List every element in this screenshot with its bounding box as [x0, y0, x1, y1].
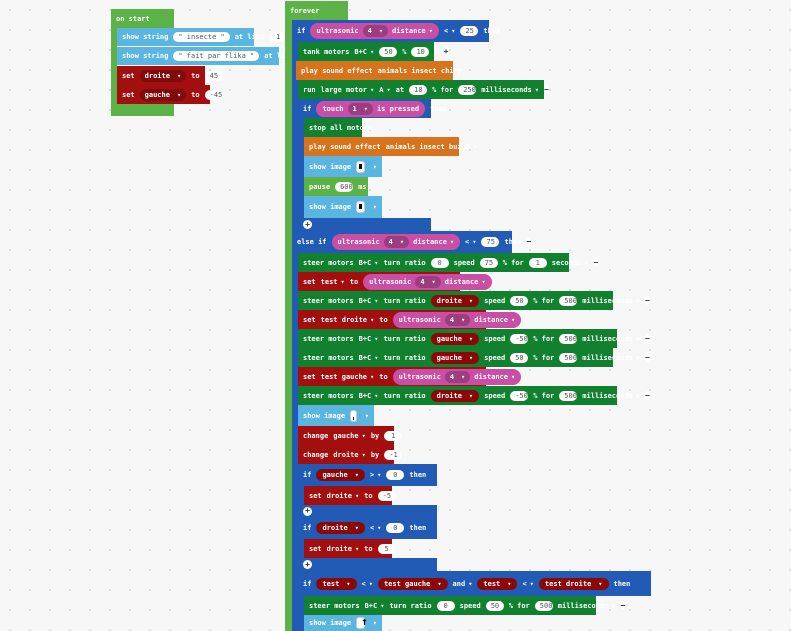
if-rail-gauche	[298, 484, 304, 506]
on-start-footer	[111, 104, 174, 116]
remove-icon[interactable]: −	[620, 600, 626, 610]
if-compare-block[interactable]: if test < test gauche and test < test dr…	[298, 571, 651, 596]
steer-block-2[interactable]: steer motors B+C turn ratio droite speed…	[298, 291, 650, 310]
if-rail-touch	[298, 116, 304, 222]
on-start-label: on start	[116, 14, 150, 23]
ultrasonic-reporter[interactable]: ultrasonic 4 distance	[392, 368, 522, 385]
ultrasonic-reporter[interactable]: ultrasonic 4 distance	[392, 311, 522, 328]
play-sound-block-1[interactable]: play sound effect animals insect chirp	[296, 61, 462, 80]
variable-dropdown[interactable]: gauche	[139, 88, 187, 101]
add-branch-icon[interactable]: +	[303, 506, 312, 516]
if-droite-footer[interactable]: +	[298, 558, 437, 571]
set-test-droite-block[interactable]: set test droite to ultrasonic 4 distance	[298, 310, 522, 329]
steer-block-4[interactable]: steer motors B+C turn ratio gauche speed…	[298, 348, 650, 367]
set-droite-block[interactable]: set droite to 45	[117, 66, 223, 85]
string-input[interactable]: " insecte "	[173, 32, 230, 42]
on-start-hat[interactable]: on start	[111, 9, 174, 28]
tank-motors-block[interactable]: tank motors B+C 50 % 10 % +	[298, 42, 449, 61]
ultrasonic-reporter[interactable]: ultrasonic 4 distance	[331, 234, 461, 250]
image-picker[interactable]	[356, 201, 365, 213]
value-input[interactable]: -45	[204, 89, 223, 100]
set-test-block[interactable]: set test to ultrasonic 4 distance	[298, 272, 492, 291]
on-start-rail	[111, 22, 117, 116]
touch-reporter[interactable]: touch 1 is pressed	[316, 100, 426, 117]
if-gauche-footer[interactable]: +	[298, 505, 437, 517]
add-branch-icon[interactable]: +	[303, 560, 312, 569]
if-gauche-block[interactable]: if gauche > 0 then	[298, 464, 437, 486]
arrow-up-icon[interactable]	[356, 615, 367, 629]
image-picker[interactable]	[356, 160, 365, 173]
show-image-block-3[interactable]: show image	[298, 405, 374, 426]
forever-rail	[285, 18, 292, 631]
forever-label: forever	[290, 6, 320, 15]
add-branch-icon[interactable]: +	[303, 220, 312, 229]
show-image-block-1[interactable]: show image	[304, 156, 382, 177]
if-droite-block[interactable]: if droite < 0 then	[298, 517, 437, 539]
show-image-block-2[interactable]: show image	[304, 196, 382, 218]
set-gauche-block[interactable]: set gauche to -45	[117, 85, 223, 104]
ultrasonic-reporter[interactable]: ultrasonic 4 distance	[310, 23, 439, 39]
image-picker[interactable]	[350, 409, 357, 422]
if-block-touch[interactable]: if touch 1 is pressed then	[298, 99, 447, 118]
else-if-block[interactable]: else if ultrasonic 4 distance < 75 then …	[292, 231, 532, 253]
line-input[interactable]: 1	[269, 32, 288, 42]
show-string-block-1[interactable]: show string " insecte " at line 1	[117, 28, 288, 46]
change-gauche-block[interactable]: change gauche by 1	[298, 426, 403, 445]
steer-block-6[interactable]: steer motors B+C turn ratio 0 speed 50 %…	[304, 596, 626, 615]
ultrasonic-reporter[interactable]: ultrasonic 4 distance	[363, 273, 492, 290]
value-input[interactable]: 25	[460, 26, 479, 36]
steer-block-5[interactable]: steer motors B+C turn ratio droite speed…	[298, 386, 650, 405]
if-rail-outer	[292, 38, 298, 631]
sound-dropdown[interactable]: animals insect chirp	[378, 67, 470, 75]
stop-all-motors-block[interactable]: stop all motors	[304, 118, 372, 137]
if-touch-footer[interactable]: +	[298, 218, 431, 231]
play-sound-block-2[interactable]: play sound effect animals insect buzz2	[304, 137, 470, 156]
operator-dropdown[interactable]: <	[444, 27, 455, 35]
sound-dropdown[interactable]: animals insect buzz2	[386, 143, 478, 151]
if-rail-droite	[298, 537, 304, 559]
remove-icon[interactable]: −	[645, 352, 650, 362]
add-icon[interactable]: +	[443, 46, 449, 56]
remove-icon[interactable]: −	[645, 333, 650, 343]
variable-dropdown[interactable]: droite	[139, 69, 187, 82]
remove-icon[interactable]: −	[543, 84, 549, 94]
remove-icon[interactable]: −	[645, 295, 650, 305]
if-block-1[interactable]: if ultrasonic 4 distance < 25 then	[292, 20, 500, 42]
show-string-block-2[interactable]: show string " fait par flika " at line 3	[117, 47, 317, 65]
set-droite-pos-block[interactable]: set droite to 5	[304, 539, 396, 558]
remove-icon[interactable]: −	[645, 390, 650, 400]
string-input[interactable]: " fait par flika "	[173, 51, 260, 61]
steer-block-1[interactable]: steer motors B+C turn ratio 0 speed 75 %…	[298, 253, 599, 272]
remove-icon[interactable]: −	[593, 257, 599, 267]
remove-icon[interactable]: −	[526, 237, 532, 247]
run-motor-block[interactable]: run large motor A at 10 % for 250 millis…	[298, 80, 549, 99]
change-droite-block[interactable]: change droite by -1	[298, 445, 403, 464]
show-image-block-4[interactable]: show image	[304, 615, 382, 631]
pause-block[interactable]: pause 600 ms	[304, 177, 368, 196]
set-test-gauche-block[interactable]: set test gauche to ultrasonic 4 distance	[298, 367, 522, 386]
if-rail-compare	[298, 594, 304, 631]
set-droite-neg-block[interactable]: set droite to -5	[304, 486, 396, 505]
steer-block-3[interactable]: steer motors B+C turn ratio gauche speed…	[298, 329, 650, 348]
forever-hat[interactable]: forever	[285, 1, 348, 20]
value-input[interactable]: 45	[204, 70, 223, 81]
